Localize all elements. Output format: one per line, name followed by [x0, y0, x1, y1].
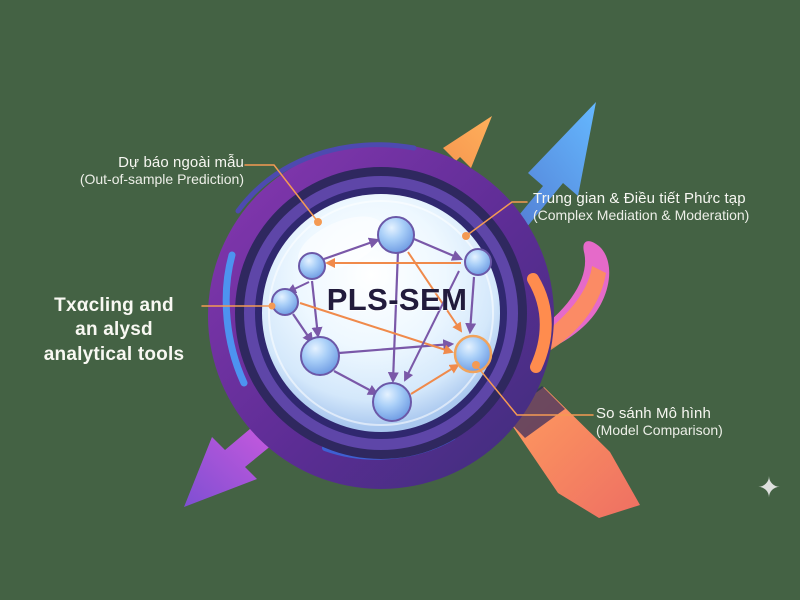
connector-top-right-dot	[462, 232, 470, 240]
node-a	[298, 252, 326, 280]
node-e	[300, 336, 340, 376]
lens-inner-sheen	[268, 200, 494, 426]
orange-up-arrow	[428, 116, 492, 187]
path-node-b-node-f	[387, 250, 400, 384]
path-node-d-node-g	[299, 302, 454, 355]
label-analytical-tools: Txαcling and an alysd analytical tools	[31, 294, 197, 367]
connector-top-left-dot	[314, 218, 322, 226]
label-out-of-sample-prediction: Dự báo ngoài mẫu (Out-of-sample Predicti…	[58, 154, 244, 187]
path-node-d-node-e	[292, 313, 314, 344]
connector-top-right	[465, 201, 528, 237]
label-out-of-sample-main: Dự báo ngoài mẫu	[118, 154, 244, 171]
analytical-tools-line-2: an alysd	[75, 319, 153, 341]
label-model-comparison: So sánh Mô hình (Model Comparison)	[596, 405, 756, 438]
connector-left-dot	[268, 302, 276, 310]
path-node-f-node-g	[410, 363, 460, 395]
sparkle-icon: ✦	[757, 472, 781, 503]
path-node-c-node-g	[465, 276, 477, 335]
node-d	[271, 288, 299, 316]
outer-ring-blue-top	[235, 142, 417, 214]
node-b	[377, 216, 415, 254]
connector-bottom-right-dot	[472, 361, 480, 369]
sem-network	[271, 216, 493, 422]
path-node-e-node-f	[333, 370, 379, 396]
analytical-tools-line-1: Txαcling and	[54, 295, 174, 316]
connector-top-left	[244, 164, 319, 223]
blue-up-arrow	[463, 102, 596, 283]
magnifier	[208, 142, 554, 489]
path-node-b-node-c	[413, 237, 464, 261]
callout-connectors	[201, 164, 594, 416]
handle-shadow	[503, 386, 565, 438]
label-complex-main: Trung gian & Điều tiết Phức tạp	[533, 190, 746, 207]
analytical-tools-line-3: analytical tools	[43, 343, 185, 365]
node-c	[464, 248, 492, 276]
label-out-of-sample-sub: (Out-of-sample Prediction)	[79, 170, 244, 187]
path-node-a-node-b	[323, 237, 381, 261]
node-f	[372, 382, 412, 422]
label-complex-sub: (Complex Mediation & Moderation)	[533, 206, 750, 223]
outer-ring-orange-right	[527, 273, 552, 373]
outer-ring-blue-left	[222, 251, 248, 387]
node-g	[453, 334, 493, 374]
path-node-c-node-f	[404, 270, 460, 382]
connector-bottom-right	[475, 364, 594, 416]
label-model-comparison-sub: (Model Comparison)	[596, 421, 723, 438]
label-complex-mediation-moderation: Trung gian & Điều tiết Phức tạp (Complex…	[533, 190, 790, 223]
path-node-b-node-g	[407, 251, 463, 333]
label-model-comparison-main: So sánh Mô hình	[596, 405, 711, 422]
diagram-title: PLS-SEM	[326, 282, 468, 317]
